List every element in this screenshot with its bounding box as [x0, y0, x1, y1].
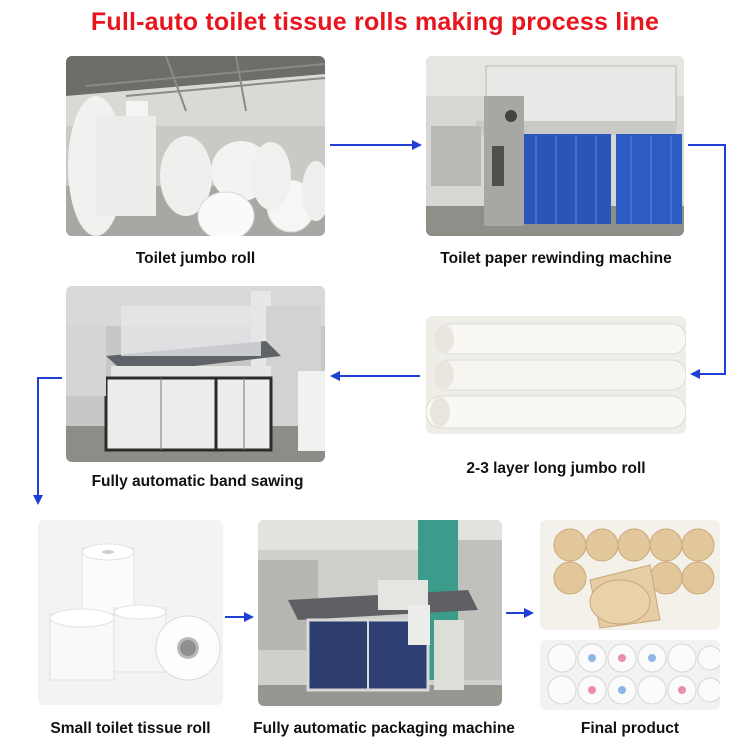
caption-long-jumbo-roll: 2-3 layer long jumbo roll — [466, 460, 646, 477]
caption-rewinding-machine: Toilet paper rewinding machine — [440, 250, 672, 267]
photo-small-tissue-roll — [38, 520, 223, 705]
caption-final-product: Final product — [580, 720, 680, 737]
caption-toilet-jumbo-roll: Toilet jumbo roll — [135, 250, 256, 267]
photo-packaging-machine — [258, 520, 502, 706]
photo-final-product-kraft — [540, 520, 720, 630]
photo-toilet-jumbo-roll — [66, 56, 325, 236]
photo-band-sawing-machine — [66, 286, 325, 462]
photo-final-product-white — [540, 640, 720, 710]
caption-band-sawing: Fully automatic band sawing — [91, 473, 304, 490]
page-title: Full-auto toilet tissue rolls making pro… — [90, 8, 660, 36]
caption-packaging-machine: Fully automatic packaging machine — [253, 720, 515, 737]
caption-small-tissue-roll: Small toilet tissue roll — [50, 720, 211, 737]
photo-long-jumbo-roll — [426, 316, 686, 434]
arrow-band-sawing-to-small-roll — [33, 377, 62, 505]
photo-rewinding-machine — [426, 56, 684, 236]
